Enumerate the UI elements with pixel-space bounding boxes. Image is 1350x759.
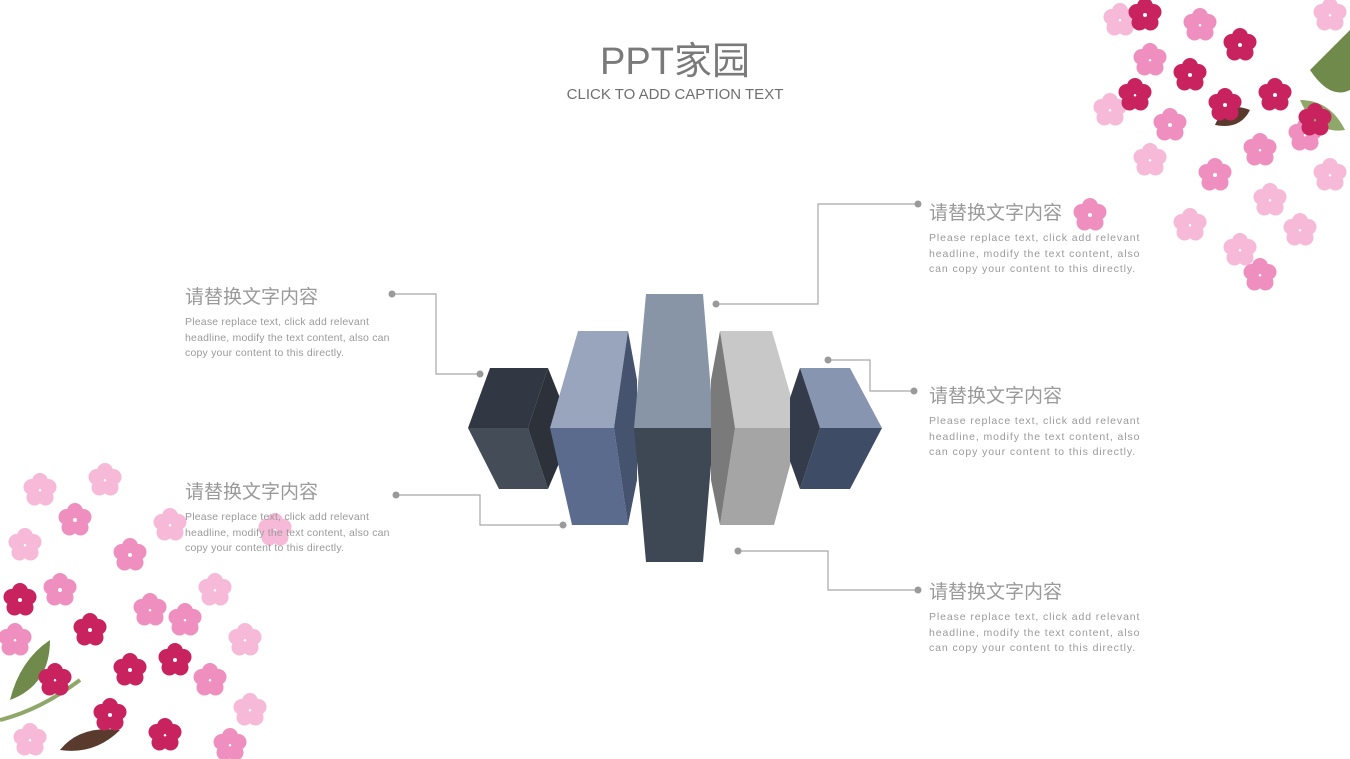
block-right-outer: [790, 368, 882, 489]
text-block-left-top[interactable]: 请替换文字内容 Please replace text, click add r…: [185, 286, 415, 362]
block-center: [634, 294, 714, 562]
text-block-heading: 请替换文字内容: [185, 287, 319, 308]
slide-title[interactable]: PPT家园: [600, 41, 750, 83]
text-block-body: Please replace text, click add relevant …: [185, 316, 390, 359]
text-block-body: Please replace text, click add relevant …: [185, 511, 390, 554]
text-block-heading: 请替换文字内容: [185, 482, 319, 503]
text-block-right-bottom[interactable]: 请替换文字内容 Please replace text, click add r…: [929, 581, 1159, 657]
text-block-heading: 请替换文字内容: [929, 203, 1063, 224]
connector-dot-icon: [712, 300, 720, 308]
connector-dot-icon: [910, 387, 918, 395]
connector-dot-icon: [476, 370, 484, 378]
block-right-inner: [711, 331, 800, 525]
flower-cluster-bottom-left-icon: [0, 463, 292, 759]
connector-dot-icon: [824, 356, 832, 364]
connector-dot-icon: [559, 521, 567, 529]
text-block-body: Please replace text, click add relevant …: [929, 611, 1141, 654]
block-left-outer: [468, 368, 560, 489]
connector-dot-icon: [914, 200, 922, 208]
text-block-heading: 请替换文字内容: [929, 386, 1063, 407]
text-block-body: Please replace text, click add relevant …: [929, 232, 1141, 275]
flower-cluster-top-right-icon: [1073, 0, 1350, 291]
connector-dot-icon: [734, 547, 742, 555]
text-block-body: Please replace text, click add relevant …: [929, 415, 1141, 458]
connector-dot-icon: [388, 290, 396, 298]
text-block-right-top[interactable]: 请替换文字内容 Please replace text, click add r…: [929, 202, 1159, 278]
text-block-left-bottom[interactable]: 请替换文字内容 Please replace text, click add r…: [185, 481, 415, 557]
connector-dot-icon: [914, 586, 922, 594]
text-block-right-middle[interactable]: 请替换文字内容 Please replace text, click add r…: [929, 385, 1159, 461]
connector-dot-icon: [392, 491, 400, 499]
slide-caption[interactable]: CLICK TO ADD CAPTION TEXT: [566, 86, 784, 103]
text-block-heading: 请替换文字内容: [929, 582, 1063, 603]
block-left-inner: [550, 331, 637, 525]
